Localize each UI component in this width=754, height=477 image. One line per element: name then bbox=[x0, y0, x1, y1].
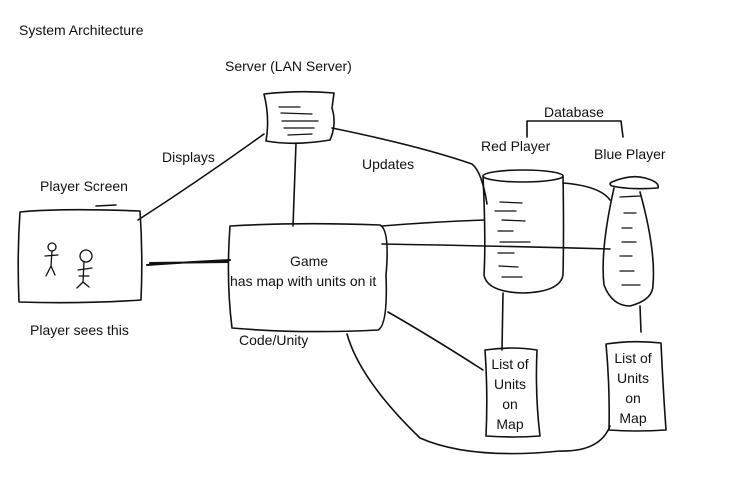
connector-screen-server bbox=[137, 133, 265, 221]
red-player-db-body bbox=[482, 175, 565, 294]
connector-game-bluelist-loop bbox=[346, 333, 611, 455]
diagram-title: System Architecture bbox=[19, 22, 144, 38]
red-list-document bbox=[484, 347, 541, 438]
connector-red-redlist bbox=[501, 292, 504, 351]
connector-screen-game bbox=[146, 259, 231, 266]
game-caption: Code/Unity bbox=[239, 332, 309, 348]
red-player-db-top bbox=[482, 169, 564, 183]
database-label: Database bbox=[544, 104, 604, 120]
red-player-label: Red Player bbox=[481, 138, 551, 154]
red-list-line: on bbox=[502, 396, 518, 412]
blue-list-line: Units bbox=[617, 370, 649, 386]
blue-player-db-body bbox=[602, 187, 655, 307]
red-list-label: List of Units on Map bbox=[484, 354, 536, 434]
updates-edge-label: Updates bbox=[362, 156, 415, 172]
red-list-line: List of bbox=[491, 356, 529, 372]
stick-figure-icon bbox=[44, 242, 59, 277]
connector-game-redlist bbox=[387, 311, 484, 371]
player-screen-top-mark bbox=[95, 204, 117, 207]
server-document-icon bbox=[263, 90, 335, 145]
player-screen-caption: Player sees this bbox=[30, 322, 129, 338]
connector-server-red bbox=[331, 127, 488, 205]
blue-list-line: on bbox=[625, 390, 641, 406]
server-document-lines bbox=[278, 106, 319, 136]
server-label: Server (LAN Server) bbox=[225, 58, 352, 74]
blue-player-db-top bbox=[609, 175, 660, 190]
game-description: has map with units on it bbox=[230, 273, 377, 289]
connector-game-blue bbox=[381, 243, 611, 250]
red-player-db-lines bbox=[494, 201, 531, 278]
red-list-line: Map bbox=[496, 416, 524, 432]
game-title: Game bbox=[289, 253, 329, 269]
database-bracket bbox=[526, 120, 624, 138]
red-list-line: Units bbox=[494, 376, 526, 392]
blue-list-label: List of Units on Map bbox=[606, 348, 660, 428]
blue-player-label: Blue Player bbox=[594, 146, 666, 162]
connector-red-blue bbox=[562, 182, 611, 201]
connector-blue-bluelist bbox=[639, 305, 642, 333]
player-screen-box bbox=[17, 208, 143, 304]
blue-list-line: Map bbox=[619, 410, 647, 426]
connector-game-red bbox=[381, 219, 485, 227]
stick-figure-icon bbox=[76, 249, 93, 289]
blue-player-db-lines bbox=[619, 195, 641, 286]
game-box bbox=[227, 222, 388, 333]
connector-server-game bbox=[292, 142, 297, 227]
displays-edge-label: Displays bbox=[162, 149, 215, 165]
blue-list-document bbox=[605, 340, 667, 432]
player-screen-label: Player Screen bbox=[40, 178, 128, 194]
blue-list-line: List of bbox=[614, 350, 652, 366]
